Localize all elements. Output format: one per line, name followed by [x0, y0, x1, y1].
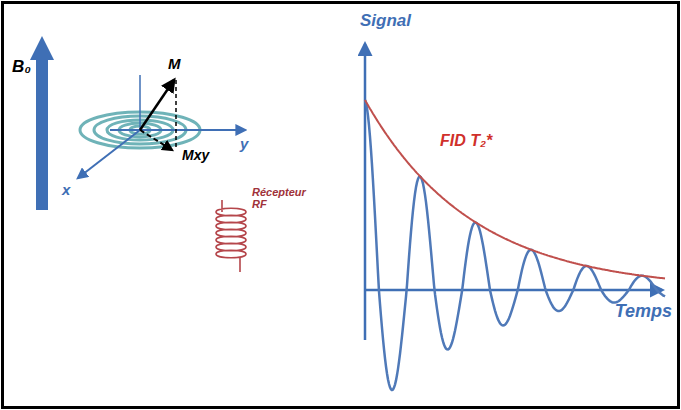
fid-wave [365, 100, 665, 390]
z-axis [139, 75, 141, 130]
axis-label: x [62, 182, 70, 199]
y-axis [110, 129, 245, 131]
signal-axis [364, 44, 367, 340]
mxy-vector [140, 130, 172, 150]
t2-envelope [365, 100, 665, 278]
axis-title: Temps [615, 302, 672, 322]
field-label: B₀ [12, 58, 31, 77]
m-vector [140, 80, 174, 130]
rf-coil [216, 200, 246, 272]
vector-label: Mxy [182, 148, 209, 163]
b0-arrow [30, 36, 54, 210]
projection-line [175, 80, 177, 148]
curve-label: FID T₂* [440, 132, 492, 150]
x-axis [78, 130, 140, 178]
axis-label: y [240, 136, 248, 153]
axis-title: Signal [360, 12, 411, 31]
coil-windings [216, 200, 246, 272]
vector-label: M [168, 56, 181, 73]
receiver-label: Récepteur RF [252, 186, 314, 210]
time-axis [365, 289, 662, 292]
